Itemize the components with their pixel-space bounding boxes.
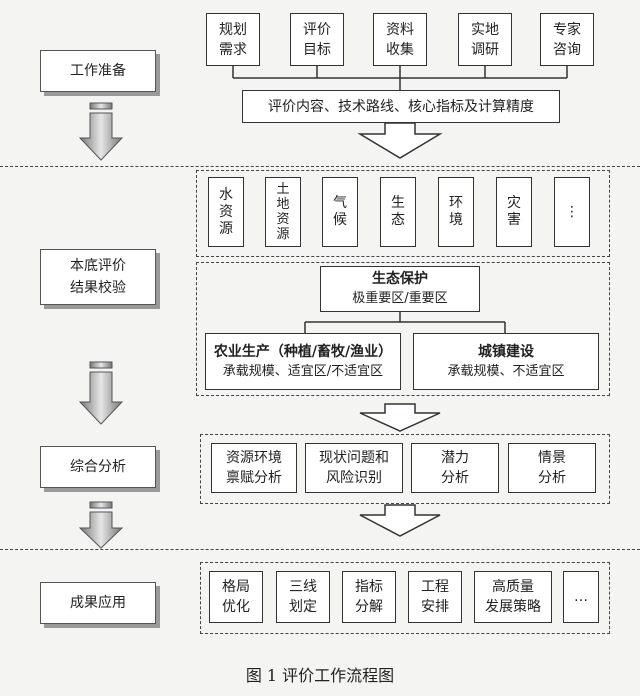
- ecology-protection-box: 生态保护 极重要区/重要区: [320, 266, 480, 312]
- application-indicator: 指标 分解: [342, 571, 396, 623]
- stage-analysis: 综合分析: [40, 446, 156, 488]
- prep-tree-lines: [232, 66, 568, 90]
- analysis-group: [200, 434, 610, 504]
- prep-item-planning: 规划 需求: [206, 13, 260, 66]
- factor-more: ⋮: [554, 177, 590, 247]
- evaluation-group: [196, 262, 610, 396]
- urban-sub: 承载规模、不适宜区: [447, 363, 565, 379]
- stage-arrow-3: [78, 501, 124, 549]
- stage-application: 成果应用: [40, 582, 156, 624]
- urban-title: 城镇建设: [478, 343, 534, 360]
- section-divider-1: [0, 166, 640, 167]
- factor-land: 土 地 资 源: [265, 177, 301, 247]
- factor-disaster: 灾 害: [496, 177, 532, 247]
- application-pattern: 格局 优化: [209, 571, 263, 623]
- analysis-problem: 现状问题和 风险识别: [305, 443, 403, 493]
- ecology-sub: 极重要区/重要区: [352, 291, 448, 306]
- factor-group: [196, 170, 610, 257]
- down-arrow-3: [359, 504, 441, 537]
- agriculture-box: 农业生产（种植/畜牧/渔业） 承载规模、适宜区/不适宜区: [205, 333, 401, 390]
- factor-environment: 环 境: [438, 177, 474, 247]
- application-development: 高质量 发展策略: [474, 571, 552, 623]
- stage-baseline: 本底评价 结果校验: [40, 249, 156, 305]
- stage-arrow-2: [78, 361, 124, 425]
- down-arrow-2: [359, 403, 441, 432]
- stage-prep: 工作准备: [40, 50, 156, 92]
- prep-item-expert: 专家 咨询: [540, 13, 594, 66]
- application-more: …: [563, 571, 599, 623]
- section-divider-2: [0, 549, 640, 550]
- application-three-lines: 三线 划定: [276, 571, 330, 623]
- analysis-resource: 资源环境 禀赋分析: [211, 443, 297, 493]
- ecology-tree-lines: [304, 312, 506, 333]
- figure-caption: 图 1 评价工作流程图: [245, 666, 395, 685]
- prep-summary: 评价内容、技术路线、核心指标及计算精度: [242, 90, 560, 123]
- agriculture-title: 农业生产（种植/畜牧/渔业）: [213, 343, 393, 360]
- analysis-scenario: 情景 分析: [508, 443, 596, 493]
- factor-ecology: 生 态: [380, 177, 416, 247]
- analysis-potential: 潜力 分析: [411, 443, 499, 493]
- urban-box: 城镇建设 承载规模、不适宜区: [413, 333, 599, 390]
- application-project: 工程 安排: [408, 571, 462, 623]
- application-group: [200, 562, 610, 634]
- agriculture-sub: 承载规模、适宜区/不适宜区: [222, 363, 384, 379]
- down-arrow-1: [357, 122, 443, 159]
- factor-water: 水 资 源: [208, 177, 244, 247]
- ecology-title: 生态保护: [372, 271, 428, 287]
- prep-item-data: 资料 收集: [373, 13, 427, 66]
- prep-item-survey: 实地 调研: [458, 13, 512, 66]
- stage-arrow-1: [78, 102, 124, 161]
- prep-item-target: 评价 目标: [290, 13, 344, 66]
- factor-climate: 气 候: [322, 177, 358, 247]
